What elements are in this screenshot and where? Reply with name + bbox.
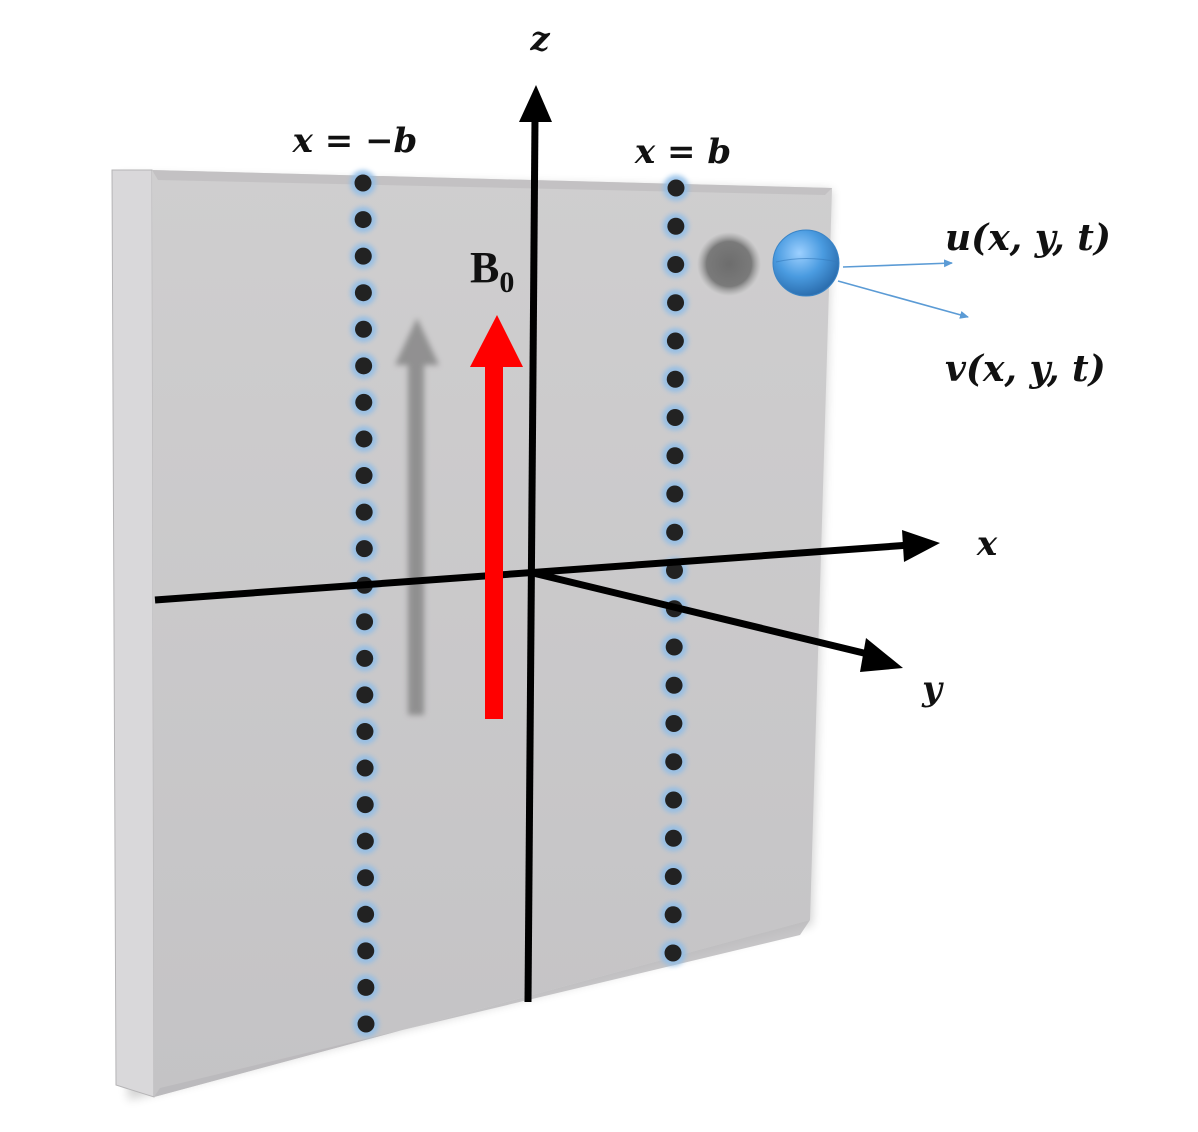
boundary-dot [356,759,374,777]
boundary-dot [667,294,685,312]
boundary-dot [665,638,683,656]
boundary-dot [354,284,372,302]
plate-bottom-bevel [154,920,810,1097]
boundary-dot [356,613,374,631]
boundary-dot [356,722,374,740]
plate [111,169,832,1100]
velocity-u-label: u(x, y, t) [945,217,1111,259]
y-axis-arrowhead [860,638,903,672]
boundary-dot [356,649,374,667]
boundary-dot [354,247,372,265]
boundary-dot [355,320,373,338]
boundary-dot [356,869,374,887]
boundary-dot [355,430,373,448]
boundary-dot [357,905,375,923]
boundary-dot [357,978,375,996]
y-axis-line [532,569,877,660]
boundary-dot [666,485,684,503]
boundary-dot [357,942,375,960]
field-label: B0 [470,243,514,299]
boundary-dot [666,447,684,465]
z-axis-label: z [529,19,550,59]
x-axis-label: x [976,524,998,564]
boundary-dot [665,753,683,771]
field-arrow [470,315,523,719]
boundary-dot [665,715,683,732]
right-dotted-line [660,175,689,966]
boundary-dot [355,393,373,411]
boundary-dot [667,256,685,273]
left-line-label: x = −b [292,121,418,161]
boundary-dot [666,370,684,388]
boundary-dot [665,791,683,809]
boundary-dot [664,944,682,962]
boundary-dot [354,174,372,192]
right-line-label: x = b [634,132,731,172]
particle [772,229,840,297]
y-axis-label: y [921,669,944,709]
boundary-dot-lines [350,170,689,1037]
boundary-dot [666,409,684,426]
particle-shadow [697,232,761,296]
field-label-subscript: 0 [499,266,514,299]
boundary-dot [664,906,682,924]
boundary-dot [356,796,374,814]
boundary-dot [355,503,373,521]
plate-top-bevel [152,170,832,195]
boundary-dot [666,332,684,350]
boundary-dot [356,686,374,704]
boundary-dot [666,523,684,541]
boundary-dot [664,829,682,847]
boundary-dot [357,1015,375,1033]
plate-left-edge [111,169,155,1098]
boundary-dot [667,217,685,235]
boundary-dot [355,357,373,375]
z-axis-line [524,117,539,1003]
velocity-u-vector [842,259,953,268]
boundary-dot [665,676,683,694]
boundary-dot [664,868,682,885]
velocity-v-label: v(x, y, t) [945,348,1106,390]
boundary-dot [666,562,683,579]
axes [154,85,940,1003]
boundary-dot [355,540,373,558]
x-axis-arrowhead [902,530,940,562]
ghost-arrow [395,318,439,715]
boundary-dot [355,467,373,485]
velocity-v-vector [837,280,969,319]
boundary-dot [354,211,372,229]
z-axis-arrowhead [519,85,552,122]
boundary-dot [667,179,685,197]
field-label-main: B [470,243,499,292]
boundary-dot [356,832,374,850]
